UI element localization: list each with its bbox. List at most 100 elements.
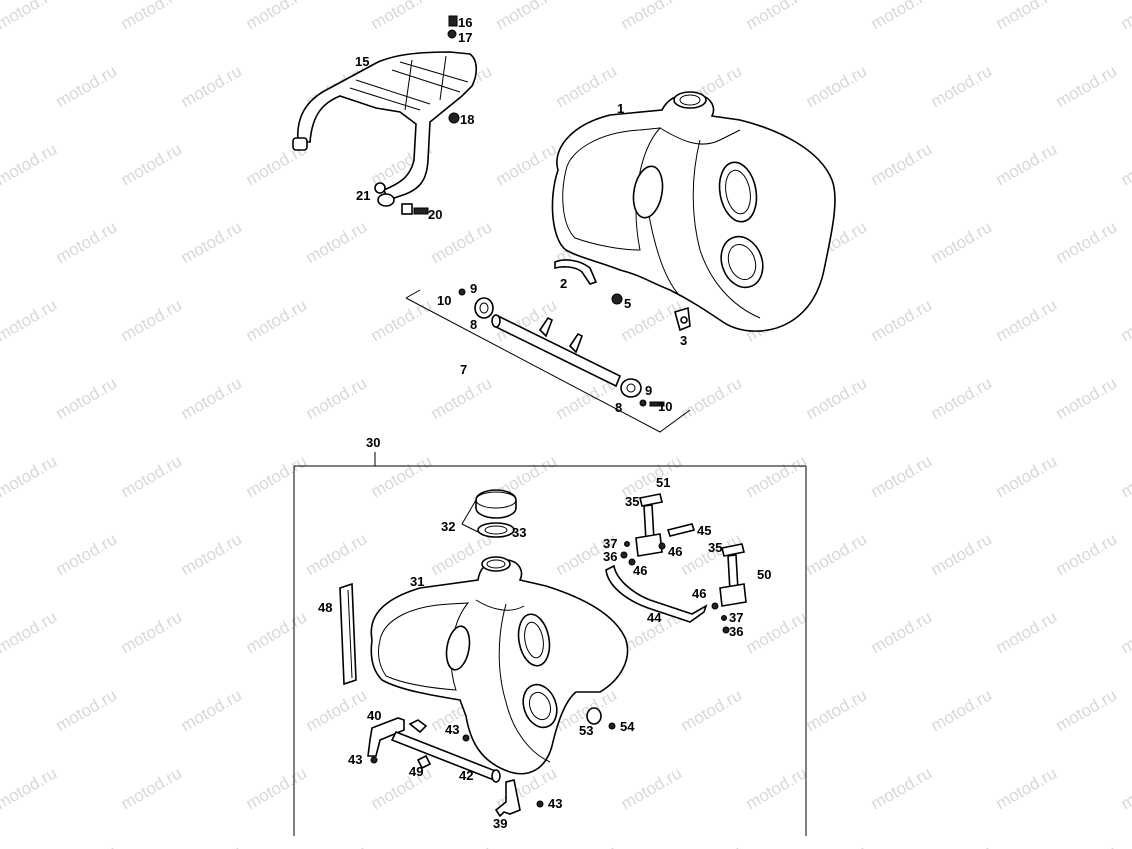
watermark-text: motod.ru [0,607,60,657]
watermark-text: motod.ru [243,763,311,813]
callout-37-a: 37 [603,536,617,551]
watermark-text: motod.ru [303,529,371,579]
watermark-text: motod.ru [928,373,996,423]
callout-15: 15 [355,54,369,69]
callout-10-upper: 10 [437,293,451,308]
watermark-text: motod.ru [368,0,436,33]
callout-7: 7 [460,362,467,377]
watermark-text: motod.ru [53,685,121,735]
callout-20: 20 [428,207,442,222]
watermark-text: motod.ru [0,295,60,345]
watermark-text: motod.ru [553,841,621,849]
watermark-text: motod.ru [53,217,121,267]
watermark-text: motod.ru [1118,139,1132,189]
callout-3: 3 [680,333,687,348]
watermark-text: motod.ru [928,529,996,579]
luggage-rack [292,51,478,207]
watermark-text: motod.ru [868,607,936,657]
watermark-text: motod.ru [1053,217,1121,267]
watermark-text: motod.ru [743,607,811,657]
watermark-text: motod.ru [803,529,871,579]
watermark-text: motod.ru [618,0,686,33]
watermark-text: motod.ru [303,685,371,735]
callout-46-c: 46 [692,586,706,601]
callout-44: 44 [647,610,662,625]
watermark-text: motod.ru [993,139,1061,189]
watermark-text: motod.ru [993,295,1061,345]
watermark-text: motod.ru [243,607,311,657]
watermark-text: motod.ru [118,451,186,501]
watermark-text: motod.ru [0,763,60,813]
watermark-text: motod.ru [678,685,746,735]
callout-46-a: 46 [668,544,682,559]
watermark-text: motod.ru [53,841,121,849]
watermark-text: motod.ru [1053,373,1121,423]
watermark-text: motod.ru [868,295,936,345]
watermark-text: motod.ru [1118,0,1132,33]
watermark-text: motod.ru [368,451,436,501]
watermark-text: motod.ru [118,763,186,813]
callout-2: 2 [560,276,567,291]
watermark-text: motod.ru [1053,685,1121,735]
watermark-text: motod.ru [743,0,811,33]
watermark-text: motod.ru [493,139,561,189]
watermark-text: motod.ru [178,841,246,849]
callout-16: 16 [458,15,472,30]
watermark-text: motod.ru [303,841,371,849]
watermark-text: motod.ru [53,373,121,423]
watermark-text: motod.ru [803,373,871,423]
kit-box-30 [293,452,807,836]
watermark-text: motod.ru [993,0,1061,33]
watermark-text: motod.ru [178,217,246,267]
callout-21: 21 [356,188,370,203]
callout-51: 51 [656,475,670,490]
watermark-text: motod.ru [803,685,871,735]
callout-8-lower: 8 [615,400,622,415]
watermark-text: motod.ru [178,685,246,735]
watermark-text: motod.ru [368,763,436,813]
watermark-text: motod.ru [1118,763,1132,813]
watermark-text: motod.ru [53,529,121,579]
watermark-text: motod.ru [928,217,996,267]
callout-43-b: 43 [348,752,362,767]
callout-36-a: 36 [603,549,617,564]
rubber-strip [339,582,357,686]
watermark-text: motod.ru [243,0,311,33]
watermark-text: motod.ru [1053,61,1121,111]
fuel-taps [605,493,747,634]
watermark-text: motod.ru [428,373,496,423]
callout-labels: 16 17 15 18 21 20 1 2 9 10 5 8 3 7 9 8 1… [318,15,771,831]
watermark-text: motod.ru [993,763,1061,813]
lower-hardware [367,707,616,818]
watermark-text: motod.ru [428,217,496,267]
callout-35-a: 35 [625,494,639,509]
watermark-text: motod.ru [868,763,936,813]
watermark-text: motod.ru [743,451,811,501]
callout-40: 40 [367,708,381,723]
watermark-text: motod.ru [1053,529,1121,579]
callout-18: 18 [460,112,474,127]
callout-35-b: 35 [708,540,722,555]
callout-43-c: 43 [548,796,562,811]
mount-tube-assembly [405,288,691,433]
callout-50: 50 [757,567,771,582]
watermark-text: motod.ru [118,0,186,33]
fuel-tank-lower [370,556,629,775]
watermark-text: motod.ru [243,451,311,501]
watermark-text: motod.ru [368,295,436,345]
callout-33: 33 [512,525,526,540]
callout-17: 17 [458,30,472,45]
watermark-text: motod.ru [178,373,246,423]
fuel-cap [461,489,517,538]
callout-37-b: 37 [729,610,743,625]
callout-9-upper: 9 [470,281,477,296]
watermark-text: motod.ru [868,139,936,189]
watermark-text: motod.ru [553,61,621,111]
watermark-text: motod.ru [428,841,496,849]
watermark-text: motod.ru [1118,295,1132,345]
callout-31: 31 [410,574,424,589]
callout-45: 45 [697,523,711,538]
tank-brackets [554,259,691,332]
watermark-text: motod.ru [803,841,871,849]
watermark-text: motod.ru [803,61,871,111]
